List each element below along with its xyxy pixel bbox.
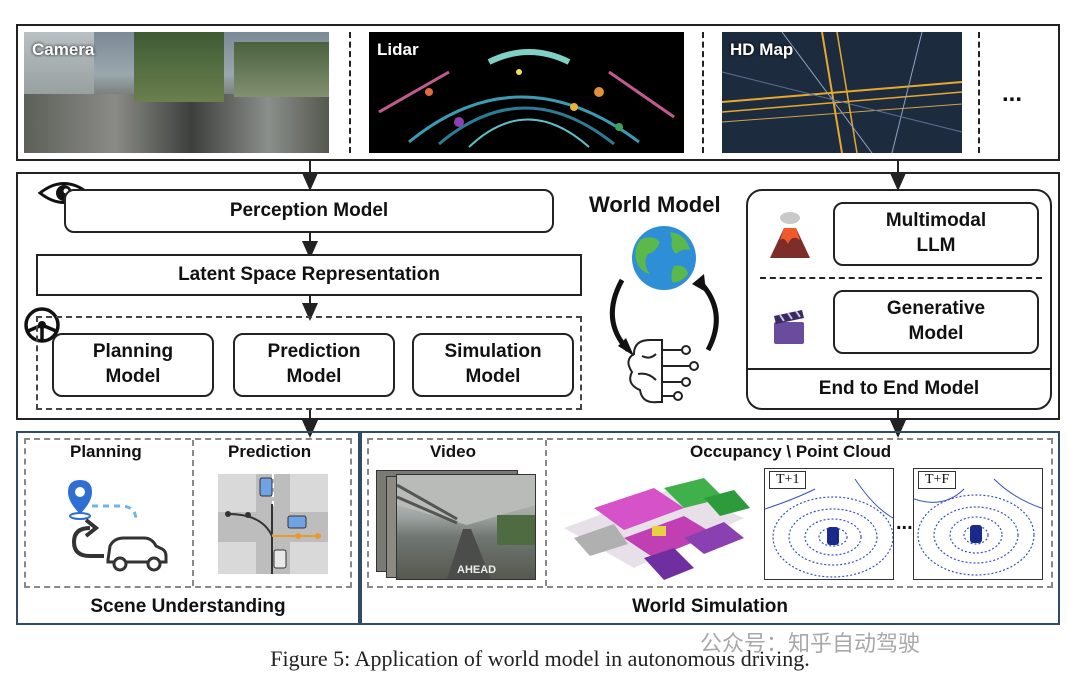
planning-label: Planning [70, 442, 142, 461]
world-sim-divider [545, 440, 547, 586]
camera-image: Camera [24, 32, 329, 153]
input-divider-3 [978, 32, 980, 153]
input-divider-1 [349, 32, 351, 153]
scene-understanding-frame [16, 431, 360, 625]
pointcloud-t1-panel: T+1 [764, 468, 894, 580]
world-model-frame [16, 172, 1060, 420]
tf-label: T+F [918, 471, 957, 489]
latent-space-label: Latent Space Representation [178, 264, 440, 285]
world-sim-dashed-box [367, 438, 1053, 588]
steering-wheel-icon [24, 307, 60, 343]
lidar-label: Lidar [377, 40, 419, 59]
brain-icon [627, 339, 699, 404]
hdmap-label: HD Map [730, 40, 794, 59]
camera-label: Camera [32, 40, 95, 59]
intersection-prediction-icon [218, 474, 328, 574]
occupancy-label: Occupancy \ Point Cloud [690, 442, 892, 461]
planning-model-box: Planning Model [52, 333, 214, 397]
world-model-title: World Model [589, 192, 721, 217]
simulation-model-box: Simulation Model [412, 333, 574, 397]
simulation-model-label: Simulation Model [444, 341, 542, 387]
pointcloud-ellipsis: ... [896, 512, 913, 534]
more-sources-ellipsis: ... [1002, 80, 1023, 107]
lidar-pointcloud [378, 49, 675, 148]
route-planning-icon [68, 480, 168, 572]
multimodal-llm-label: Multimodal LLM [885, 210, 987, 256]
video-frame-front: AHEAD [396, 474, 536, 580]
input-divider-2 [702, 32, 704, 153]
pointcloud-tf-panel: T+F [913, 468, 1043, 580]
multimodal-llm-box: Multimodal LLM [833, 202, 1039, 266]
world-simulation-title: World Simulation [632, 596, 788, 617]
watermark: 公众号：知乎自动驾驶 [700, 632, 921, 657]
generative-model-box: Generative Model [833, 290, 1039, 354]
prediction-label: Prediction [228, 442, 312, 461]
volcano-icon [770, 212, 810, 258]
lidar-image: Lidar [369, 32, 684, 153]
prediction-model-label: Prediction Model [267, 341, 361, 387]
occupancy-voxel-image [564, 478, 750, 580]
generative-model-label: Generative Model [886, 298, 986, 344]
e2e-title-divider [746, 368, 1052, 370]
hdmap-image: HD Map [722, 32, 962, 153]
pointcloud-tf-rings [914, 478, 1042, 576]
world-model-cycle [609, 226, 719, 404]
latent-space-box: Latent Space Representation [36, 254, 582, 296]
pointcloud-t1-rings [765, 478, 893, 578]
globe-icon [632, 226, 696, 290]
task-models-group [36, 316, 582, 410]
prediction-model-box: Prediction Model [233, 333, 395, 397]
t1-label: T+1 [769, 471, 807, 489]
scene-dashed-box [24, 438, 352, 588]
scene-divider [192, 440, 194, 586]
world-simulation-frame [360, 431, 1060, 625]
figure-caption: Figure 5: Application of world model in … [270, 646, 810, 671]
perception-model-box: Perception Model [64, 189, 554, 233]
video-street-scene: AHEAD [397, 475, 535, 579]
scene-understanding-title: Scene Understanding [90, 596, 286, 617]
clapperboard-icon [774, 310, 804, 344]
video-label: Video [430, 442, 476, 461]
perception-model-label: Perception Model [229, 199, 389, 221]
planning-model-label: Planning Model [92, 341, 174, 387]
svg-text:AHEAD: AHEAD [457, 564, 496, 576]
hdmap-lanes [722, 32, 962, 153]
end-to-end-model-label: End to End Model [818, 378, 980, 399]
input-sources-frame [16, 24, 1060, 161]
e2e-dashed-divider [760, 277, 1042, 279]
